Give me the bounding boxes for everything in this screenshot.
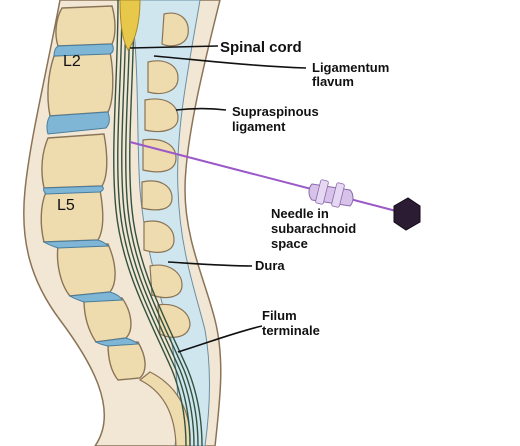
label-filum-terminale: Filum terminale bbox=[262, 308, 320, 338]
label-supraspinous-ligament: Supraspinous ligament bbox=[232, 104, 322, 134]
spinous-processes bbox=[141, 12, 191, 338]
label-supraspinous-line1: Supraspinous bbox=[232, 104, 319, 119]
label-needle-line1: Needle in bbox=[271, 206, 329, 221]
label-ligamentum-flavum-line2: flavum bbox=[312, 74, 354, 89]
label-filum-line2: terminale bbox=[262, 323, 320, 338]
label-dura: Dura bbox=[255, 258, 285, 273]
label-needle-line3: space bbox=[271, 236, 308, 251]
spinal-nerves bbox=[113, 0, 203, 446]
sacrum bbox=[138, 371, 191, 446]
syringe-cap bbox=[393, 197, 421, 231]
vertebra-label-l2: L2 bbox=[63, 53, 81, 70]
label-needle: Needle in subarachnoid space bbox=[271, 206, 360, 251]
needle-hub bbox=[308, 179, 354, 208]
leader-lines bbox=[129, 45, 307, 353]
label-spinal-cord: Spinal cord bbox=[220, 39, 302, 56]
label-needle-line2: subarachnoid bbox=[271, 221, 356, 236]
vertebral-bodies bbox=[40, 5, 146, 381]
spinal-cord-tip bbox=[119, 0, 141, 51]
vertebra-label-l5: L5 bbox=[57, 197, 75, 214]
label-ligamentum-flavum-line1: Ligamentum bbox=[312, 60, 389, 75]
intervertebral-discs bbox=[42, 43, 140, 347]
label-filum-line1: Filum bbox=[262, 308, 297, 323]
label-ligamentum-flavum: Ligamentum flavum bbox=[312, 60, 393, 89]
label-supraspinous-line2: ligament bbox=[232, 119, 286, 134]
needle-shaft bbox=[129, 141, 401, 213]
